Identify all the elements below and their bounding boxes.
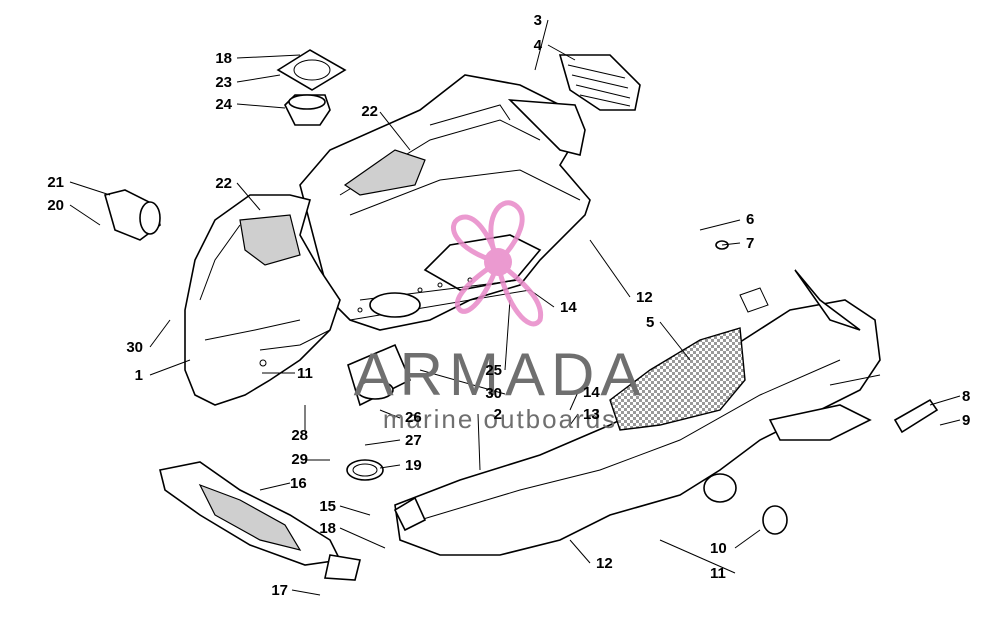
callout-6: 6: [746, 211, 754, 228]
callout-9: 9: [962, 412, 970, 429]
callout-14-top: 14: [560, 299, 577, 316]
vent-grille: [507, 54, 641, 156]
callout-4: 4: [534, 37, 543, 54]
callout-24: 24: [215, 96, 232, 113]
front-skid-plate: [159, 461, 361, 581]
callout-28: 28: [291, 427, 308, 444]
callout-12-top: 12: [636, 289, 653, 306]
rubber-boot: [284, 94, 331, 126]
callout-20: 20: [47, 197, 64, 214]
bracket-plate: [347, 343, 412, 407]
callout-11-left: 11: [297, 365, 313, 382]
armada-logo-icon: [450, 200, 544, 327]
callout-12-bottom: 12: [596, 555, 613, 572]
callout-7: 7: [746, 235, 754, 252]
callout-labels: 3 4 18 23 24 22 21 20 22 6 7 12 14 5 30 …: [47, 12, 970, 599]
washer: [715, 240, 769, 313]
watermark: ARMADA marine outboards: [354, 200, 647, 434]
callout-1: 1: [135, 367, 143, 384]
callout-21: 21: [47, 174, 64, 191]
leader-lines: [69, 19, 961, 596]
gasket-plate: [276, 49, 347, 91]
callout-22-left: 22: [215, 175, 232, 192]
callout-27: 27: [405, 432, 422, 449]
callout-17: 17: [271, 582, 288, 599]
callout-18-bottom: 18: [319, 520, 336, 537]
callout-5: 5: [646, 314, 654, 331]
callout-15: 15: [319, 498, 336, 515]
callout-13: 13: [583, 406, 600, 423]
callout-8: 8: [962, 388, 970, 405]
callout-25: 25: [485, 362, 502, 379]
callout-11-bottom: 11: [710, 565, 726, 582]
reflector-plate: [893, 398, 939, 434]
callout-30-left: 30: [126, 339, 143, 356]
callout-30-mid: 30: [485, 385, 502, 402]
callout-26: 26: [405, 409, 422, 426]
left-side-panel: [184, 194, 341, 406]
callout-3: 3: [534, 12, 542, 29]
callout-18: 18: [215, 50, 232, 67]
air-duct-cone: [104, 189, 161, 241]
hose-clamp: [346, 459, 384, 481]
callout-2: 2: [494, 406, 502, 423]
callout-22-top: 22: [361, 103, 378, 120]
callout-23: 23: [215, 74, 232, 91]
callout-10: 10: [710, 540, 727, 557]
watermark-tagline: marine outboards: [383, 404, 617, 434]
console-panel: [299, 74, 591, 331]
belly-pan: [393, 269, 881, 556]
callout-14-mid: 14: [583, 384, 600, 401]
callout-19: 19: [405, 457, 422, 474]
watermark-brand: ARMADA: [354, 341, 647, 408]
callout-29: 29: [291, 451, 308, 468]
callout-16: 16: [290, 475, 307, 492]
